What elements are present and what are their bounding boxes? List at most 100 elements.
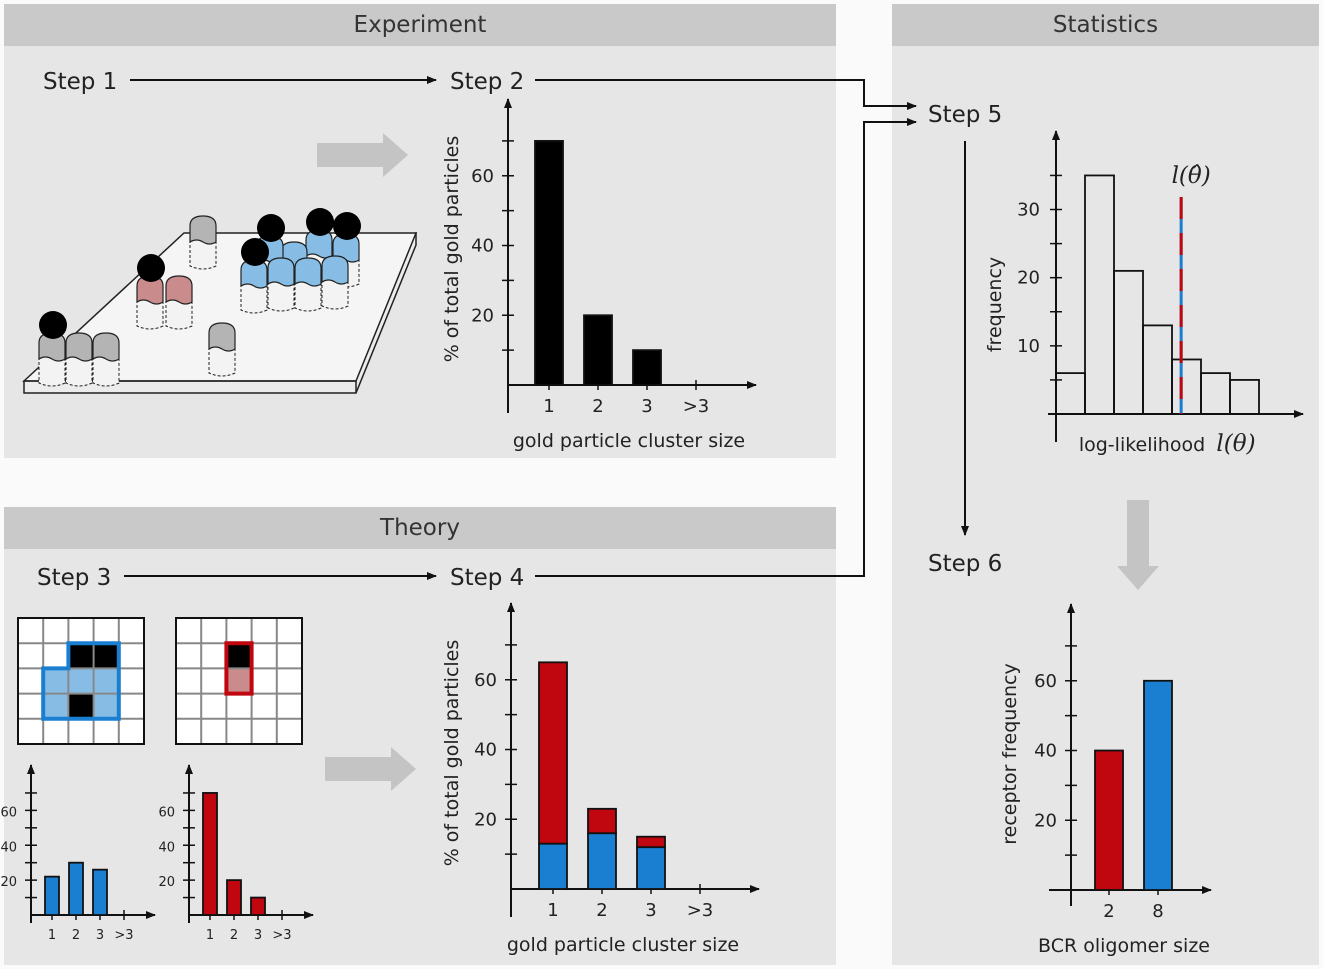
gray-arrow-experiment [317,133,408,177]
x-tick-label: 3 [641,396,652,417]
y-axis-label: % of total gold particles [441,136,463,363]
bar [250,896,266,916]
x-tick-label: 1 [543,396,554,417]
bar [1143,679,1173,891]
step5-label: Step 5 [928,102,1003,128]
bar [1094,749,1124,891]
theory-header: Theory [4,507,836,549]
x-tick-label: >3 [114,928,133,943]
y-axis-label: % of total gold particles [441,640,463,867]
receptor-lower [136,300,164,330]
x-tick-label: 3 [254,928,262,943]
receptor-lower [189,240,217,270]
bar-blue-segment [538,842,568,890]
x-tick-label: 2 [596,900,607,921]
x-axis-label: gold particle cluster size [507,934,739,956]
receptor [208,322,236,352]
bar [226,879,242,916]
gold-particle [68,693,94,719]
step4-label: Step 4 [450,565,525,591]
receptor-lower [294,282,322,312]
receptor-lower [321,280,349,310]
receptor-lower [267,282,295,312]
gold-particle [257,214,285,242]
bar [202,792,218,916]
receptor-lower [208,347,236,377]
histogram-bin [1229,379,1260,415]
receptor [267,257,295,287]
grid-red-cluster [175,617,303,745]
receptor-lower [165,300,193,330]
y-tick-label: 20 [158,875,175,890]
y-tick-label: 30 [1017,200,1040,221]
histogram-bin [1084,174,1115,415]
gold-particle [333,212,361,240]
receptor [294,257,322,287]
flow-arrows [124,76,969,580]
receptor [165,275,193,305]
x-axis-label: BCR oligomer size [1038,935,1210,957]
grid-border [17,617,145,745]
y-tick-label: 10 [1017,336,1040,357]
histogram-bin [1200,372,1231,415]
y-tick-label: 20 [471,305,494,326]
bar-red-segment [538,661,568,845]
experiment-header: Experiment [4,4,836,46]
y-tick-label: 60 [471,166,494,187]
receptor-lower [240,284,268,314]
histogram-bin [1113,269,1144,415]
x-tick-label: 8 [1152,901,1163,922]
statistics-header: Statistics [892,4,1319,46]
y-axis-label: receptor frequency [999,663,1021,845]
receptor-cell [43,693,69,719]
gold-particle [93,643,119,669]
bar-red-segment [587,807,617,835]
gold-particle [226,643,252,669]
bar [68,861,84,916]
bar [44,875,60,916]
histogram-bin [1142,324,1173,415]
y-tick-label: 20 [1017,268,1040,289]
bar [583,314,613,386]
gold-particle [306,208,334,236]
histogram-bin [1171,358,1202,415]
step3-label: Step 3 [37,565,112,591]
bar-blue-segment [636,846,666,890]
arrow-step2-step5 [535,79,917,110]
step6-label: Step 6 [928,551,1003,577]
y-tick-label: 40 [474,740,497,761]
x-axis-label: gold particle cluster size [513,430,745,452]
x-tick-label: 2 [1103,901,1114,922]
y-axis-label: frequency [984,257,1006,352]
gold-particle [241,238,269,266]
receptor-cell [93,668,119,694]
step2-label: Step 2 [450,69,525,95]
receptor-cell [93,693,119,719]
y-tick-label: 40 [158,840,175,855]
y-tick-label: 40 [0,840,17,855]
x-axis-label: log-likelihood [1079,434,1205,456]
gold-particle [39,311,67,339]
receptor [321,255,349,285]
step1-label: Step 1 [43,69,118,95]
mle-label: l(θ̂) [1172,163,1211,189]
bar-blue-segment [587,832,617,890]
gold-particle [137,254,165,282]
x-tick-label: >3 [687,900,714,921]
y-tick-label: 20 [474,809,497,830]
y-tick-label: 20 [1034,810,1057,831]
receptor-cell [226,668,252,694]
y-tick-label: 60 [0,805,17,820]
arrow-step4-step5 [535,118,917,577]
membrane-illustration [22,208,418,394]
receptor-lower [38,357,66,387]
receptor-cell [68,668,94,694]
bar [534,139,564,386]
x-tick-label: >3 [683,396,710,417]
x-tick-label: 1 [547,900,558,921]
receptor [92,332,120,362]
